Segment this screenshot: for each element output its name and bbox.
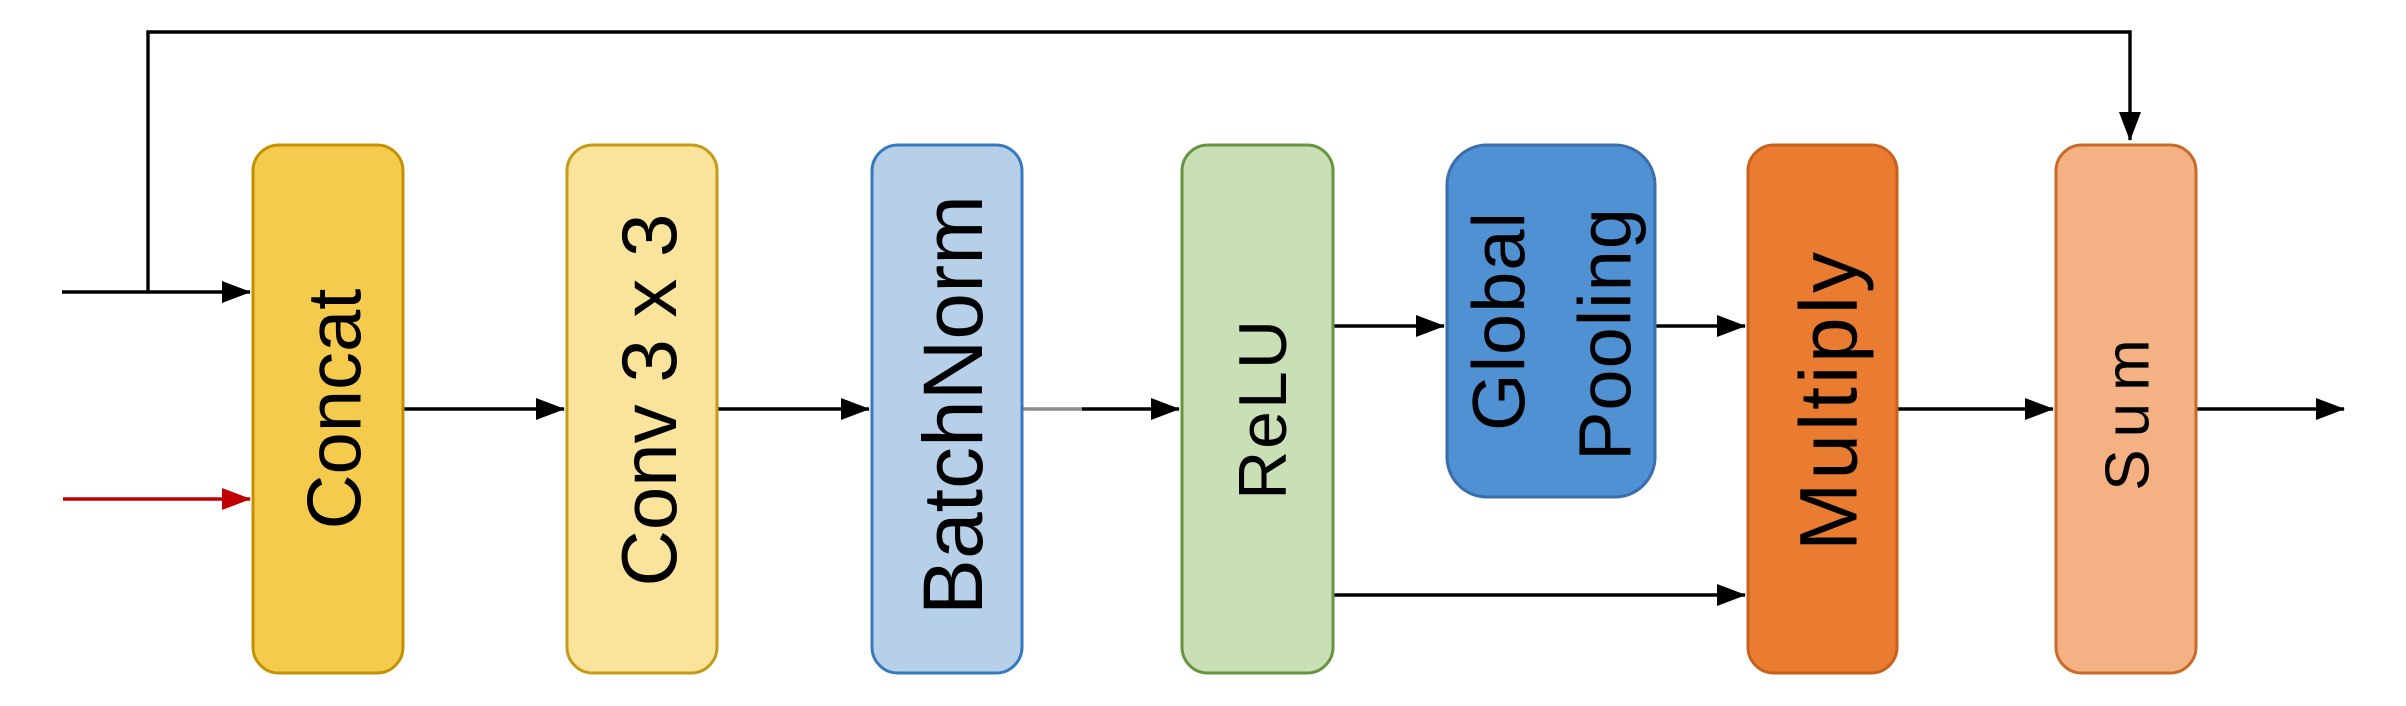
relu-rect	[1180, 143, 1335, 675]
conv3x3-rect	[565, 143, 719, 675]
block-conv3x3: Conv 3 x 3	[565, 143, 719, 675]
global-pooling-label-line1: Global	[1458, 211, 1541, 431]
block-batchnorm: BatchNorm	[870, 143, 1024, 675]
multiply-label: Multiply	[1784, 249, 1875, 551]
global-pooling-label-line2: Pooling	[1564, 207, 1647, 461]
concat-label: Concat	[293, 289, 378, 530]
batchnorm-label: BatchNorm	[906, 195, 1000, 615]
sum-rect	[2054, 143, 2198, 675]
edge-skip-connection	[146, 30, 2141, 292]
block-concat: Concat	[251, 143, 405, 675]
block-global-pooling: Global Pooling	[1445, 143, 1657, 499]
sum-label: Sum	[2094, 327, 2163, 490]
global-pooling-rect	[1445, 143, 1657, 499]
relu-label: ReLU	[1225, 318, 1301, 500]
conv3x3-label: Conv 3 x 3	[605, 214, 693, 587]
batchnorm-rect	[870, 143, 1024, 675]
concat-rect	[251, 143, 405, 675]
multiply-rect	[1746, 143, 1899, 675]
block-relu: ReLU	[1180, 143, 1335, 675]
block-multiply: Multiply	[1746, 143, 1899, 675]
block-sum: Sum	[2054, 143, 2198, 675]
